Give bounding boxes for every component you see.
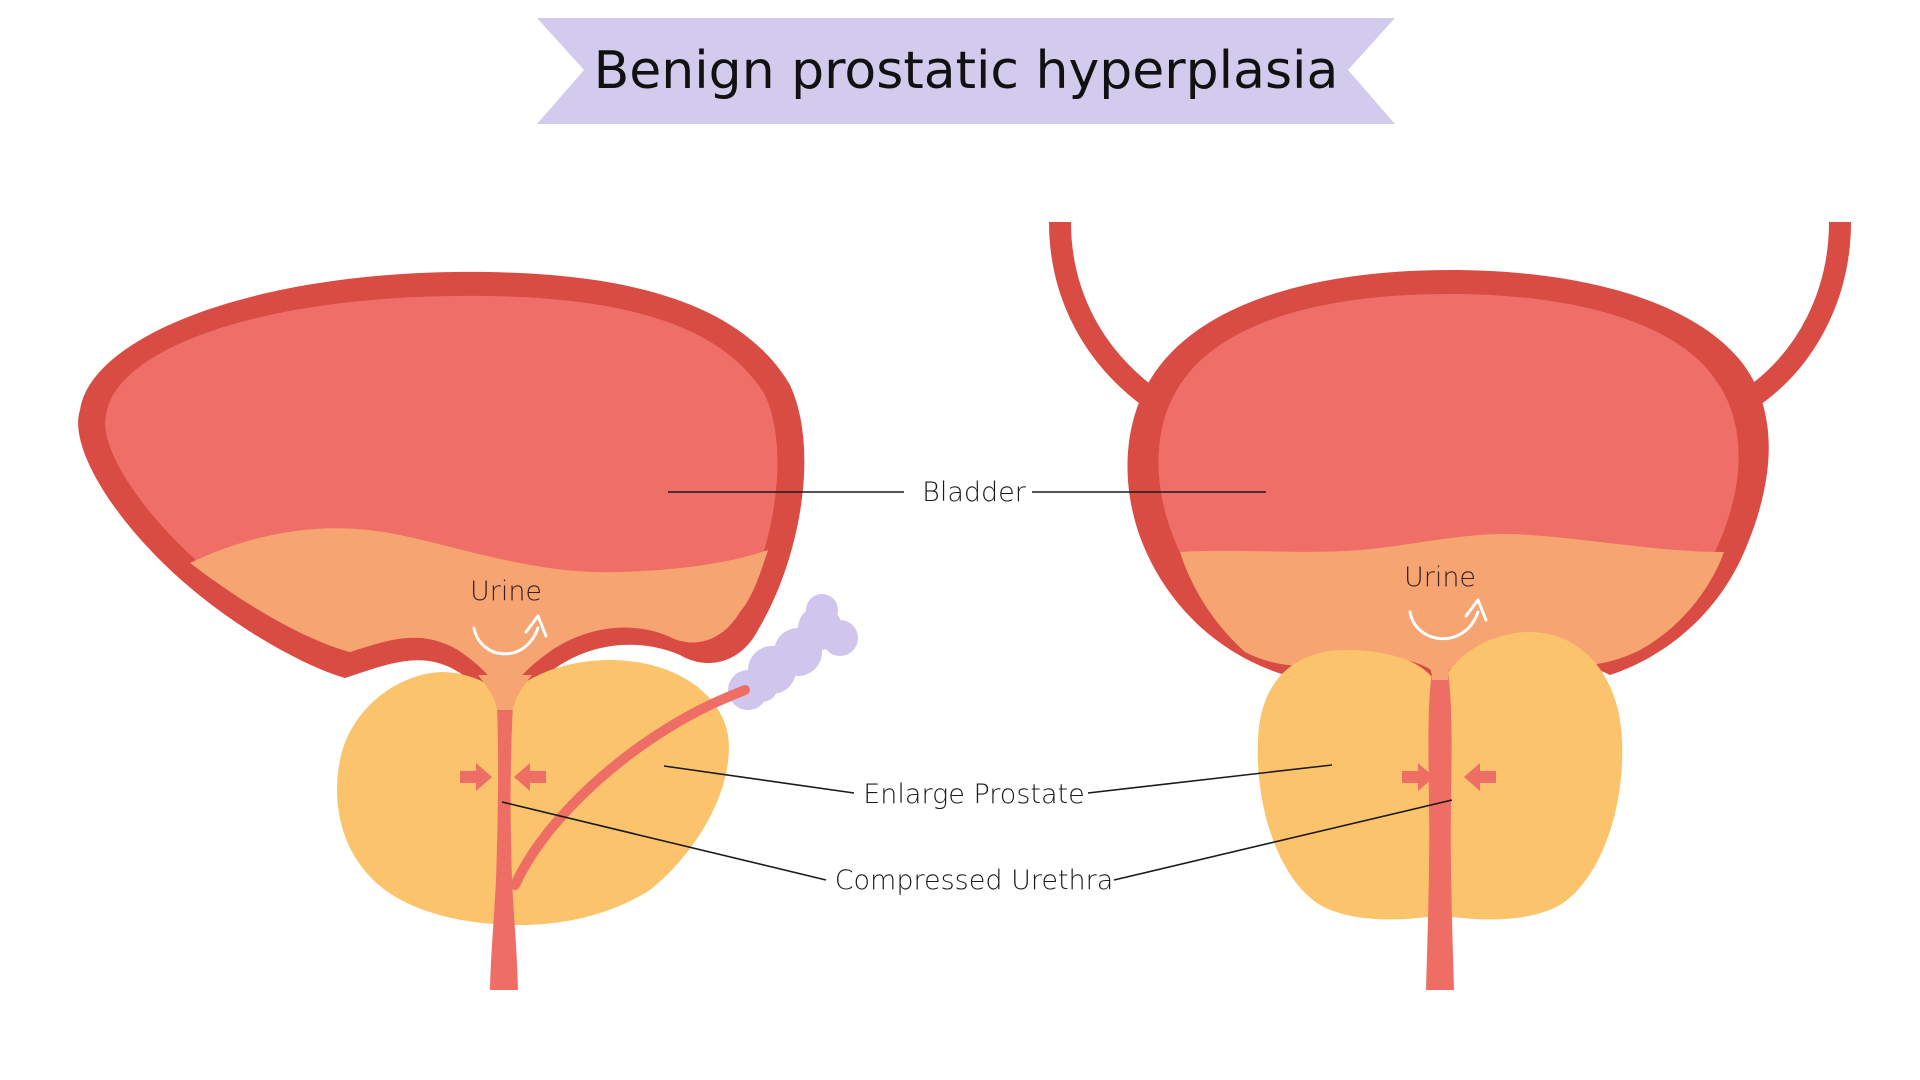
compression-arrow-left-icon xyxy=(514,763,546,791)
callouts: Bladder Enlarge Prostate Compressed Uret… xyxy=(501,477,1453,896)
left-ureter xyxy=(1049,221,1171,418)
enlarge-prostate-label: Enlarge Prostate xyxy=(863,779,1084,810)
ejaculatory-duct xyxy=(510,685,750,890)
urine-pool xyxy=(190,528,768,700)
compression-arrow-right-icon xyxy=(1402,763,1434,791)
right-ureter xyxy=(1738,221,1851,412)
urine-label: Urine xyxy=(1404,562,1476,593)
urine-flow-arrow-icon xyxy=(1408,598,1488,641)
bladder-neck xyxy=(1418,650,1462,680)
urethra-leader-left xyxy=(501,801,827,881)
bladder-neck xyxy=(478,675,532,710)
urine-pool xyxy=(1180,533,1724,680)
urine-label: Urine xyxy=(470,576,542,607)
compression-arrow-left-icon xyxy=(1464,763,1496,791)
compression-arrow-right-icon xyxy=(460,763,492,791)
compressed-urethra-label: Compressed Urethra xyxy=(835,865,1114,896)
title-banner: Benign prostatic hyperplasia xyxy=(537,18,1395,124)
enlarged-prostate xyxy=(337,660,729,925)
prostate-leader-right xyxy=(1087,764,1333,794)
compressed-urethra xyxy=(1426,672,1454,990)
bladder-label: Bladder xyxy=(922,477,1027,508)
seminal-vesicle xyxy=(728,594,858,710)
urethra-leader-right xyxy=(1113,799,1453,881)
prostate-leader-left xyxy=(663,765,855,794)
compressed-urethra xyxy=(490,705,518,990)
right-figure: Urine xyxy=(1049,221,1851,990)
page-title: Benign prostatic hyperplasia xyxy=(594,41,1339,101)
urine-flow-arrow-icon xyxy=(472,614,548,656)
left-figure: Urine xyxy=(78,271,858,990)
banner-ribbon xyxy=(537,18,1395,124)
